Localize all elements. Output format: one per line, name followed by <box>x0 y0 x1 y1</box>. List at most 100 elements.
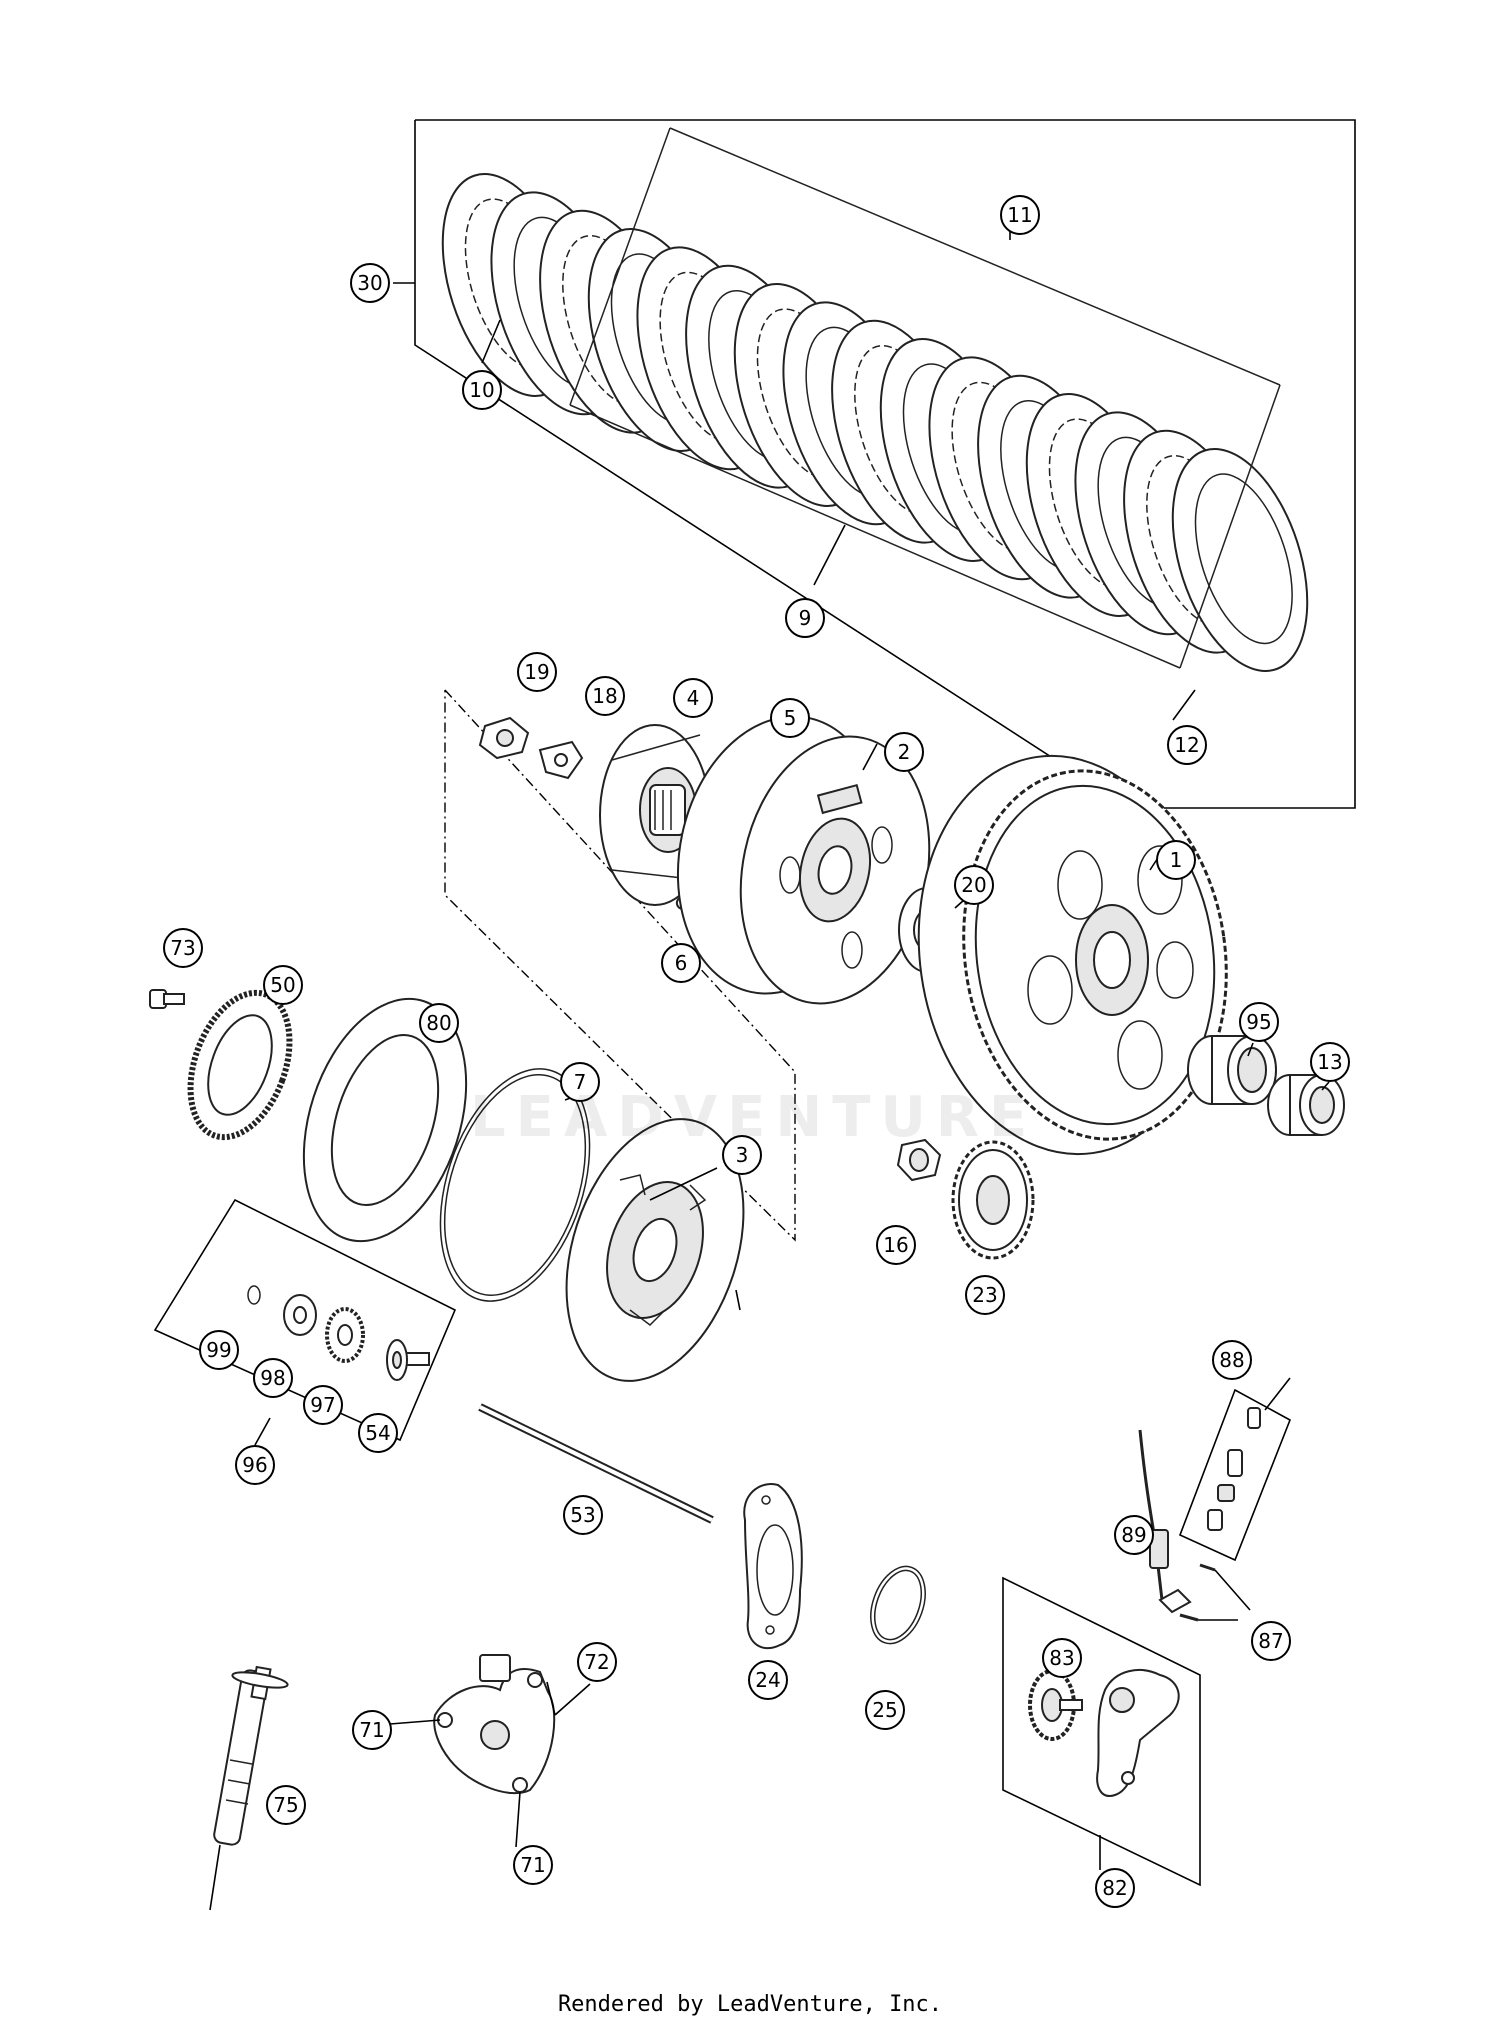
callout-89: 89 <box>1114 1515 1154 1555</box>
svg-text:82: 82 <box>1102 1876 1127 1900</box>
callout-83: 83 <box>1042 1638 1082 1678</box>
callout-99: 99 <box>199 1330 239 1370</box>
callout-73: 73 <box>163 928 203 968</box>
needle-bearing-95 <box>1187 1035 1277 1105</box>
svg-text:89: 89 <box>1121 1523 1146 1547</box>
bleeder-kit-frame-88 <box>1178 1388 1292 1562</box>
svg-text:83: 83 <box>1049 1646 1074 1670</box>
diaphragm-spring-50 <box>187 989 293 1141</box>
svg-text:24: 24 <box>755 1668 780 1692</box>
clutch-disc-stack <box>441 173 1309 672</box>
callout-23: 23 <box>965 1275 1005 1315</box>
bushing-13 <box>1267 1074 1345 1136</box>
svg-text:18: 18 <box>592 684 617 708</box>
o-ring-25 <box>870 1565 926 1645</box>
callout-25: 25 <box>865 1690 905 1730</box>
callout-2: 2 <box>884 732 924 772</box>
svg-text:87: 87 <box>1258 1629 1283 1653</box>
master-cylinder-kit-frame-82 <box>1002 1576 1201 1887</box>
callout-95: 95 <box>1239 1002 1279 1042</box>
svg-text:98: 98 <box>260 1366 285 1390</box>
svg-text:53: 53 <box>570 1503 595 1527</box>
callout-24: 24 <box>748 1660 788 1700</box>
o-ring-7 <box>439 1068 591 1302</box>
callout-96: 96 <box>235 1445 275 1485</box>
lock-washer-18 <box>538 740 584 780</box>
svg-text:3: 3 <box>736 1143 749 1167</box>
svg-text:75: 75 <box>273 1793 298 1817</box>
release-bearing-kit-frame <box>153 1198 457 1446</box>
callout-bubbles: 1 2 3 4 5 6 7 9 10 11 12 13 16 18 19 20 … <box>163 195 1350 1908</box>
svg-text:50: 50 <box>270 973 295 997</box>
callout-20: 20 <box>954 865 994 905</box>
callout-13: 13 <box>1310 1042 1350 1082</box>
hose-89 <box>1138 1429 1192 1614</box>
bolt-73 <box>149 989 185 1009</box>
pressure-piece-54 <box>386 1339 430 1381</box>
svg-text:88: 88 <box>1219 1348 1244 1372</box>
clutch-disc-inner <box>1194 473 1293 645</box>
svg-text:16: 16 <box>883 1233 908 1257</box>
push-rod-53 <box>478 1403 714 1524</box>
small-parts-87 <box>1179 1563 1251 1622</box>
callout-54: 54 <box>358 1413 398 1453</box>
svg-text:80: 80 <box>426 1011 451 1035</box>
callout-11: 11 <box>1000 195 1040 235</box>
callout-98: 98 <box>253 1358 293 1398</box>
svg-text:25: 25 <box>872 1698 897 1722</box>
callout-5: 5 <box>770 698 810 738</box>
grease-syringe-75 <box>209 1665 289 1911</box>
clutch-disc-set-frame <box>393 119 1356 809</box>
callout-87: 87 <box>1251 1621 1291 1661</box>
svg-text:97: 97 <box>310 1393 335 1417</box>
svg-text:99: 99 <box>206 1338 231 1362</box>
callout-80: 80 <box>419 1003 459 1043</box>
svg-text:96: 96 <box>242 1453 267 1477</box>
callout-18: 18 <box>585 676 625 716</box>
axial-bearing-97 <box>325 1307 365 1363</box>
callout-12: 12 <box>1167 725 1207 765</box>
inner-clutch-hub-2 <box>676 715 931 1005</box>
callout-71-bottom: 71 <box>513 1845 553 1885</box>
svg-text:1: 1 <box>1170 848 1183 872</box>
callout-30: 30 <box>350 263 390 303</box>
svg-text:71: 71 <box>359 1718 384 1742</box>
footer-credit: Rendered by LeadVenture, Inc. <box>557 1992 943 2017</box>
washer-98 <box>283 1294 317 1336</box>
svg-text:72: 72 <box>584 1650 609 1674</box>
callout-10: 10 <box>462 370 502 410</box>
pressure-plate-3 <box>565 1118 745 1382</box>
svg-text:2: 2 <box>898 740 911 764</box>
clutch-slave-cylinder <box>433 1654 556 1795</box>
callout-4: 4 <box>673 678 713 718</box>
svg-text:23: 23 <box>972 1283 997 1307</box>
callout-6: 6 <box>661 943 701 983</box>
svg-text:95: 95 <box>1246 1010 1271 1034</box>
callout-19: 19 <box>517 652 557 692</box>
callout-16: 16 <box>876 1225 916 1265</box>
callout-53: 53 <box>563 1495 603 1535</box>
callout-72: 72 <box>577 1642 617 1682</box>
callout-3: 3 <box>722 1135 762 1175</box>
circlip-99 <box>247 1285 261 1305</box>
piston-83 <box>1028 1669 1083 1741</box>
svg-text:73: 73 <box>170 936 195 960</box>
gasket-24 <box>743 1483 803 1650</box>
friction-disc-bracket <box>569 127 1281 669</box>
svg-text:12: 12 <box>1174 733 1199 757</box>
primary-gear-23 <box>951 1140 1035 1260</box>
nut-19 <box>478 716 530 760</box>
callout-1: 1 <box>1156 840 1196 880</box>
master-cylinder <box>1096 1669 1180 1797</box>
callout-97: 97 <box>303 1385 343 1425</box>
svg-text:13: 13 <box>1317 1050 1342 1074</box>
svg-text:19: 19 <box>524 660 549 684</box>
clutch-disc <box>1171 448 1309 672</box>
callout-82: 82 <box>1095 1868 1135 1908</box>
svg-text:5: 5 <box>784 706 797 730</box>
callout-75: 75 <box>266 1785 306 1825</box>
svg-text:9: 9 <box>799 606 812 630</box>
svg-text:30: 30 <box>357 271 382 295</box>
svg-text:20: 20 <box>961 873 986 897</box>
